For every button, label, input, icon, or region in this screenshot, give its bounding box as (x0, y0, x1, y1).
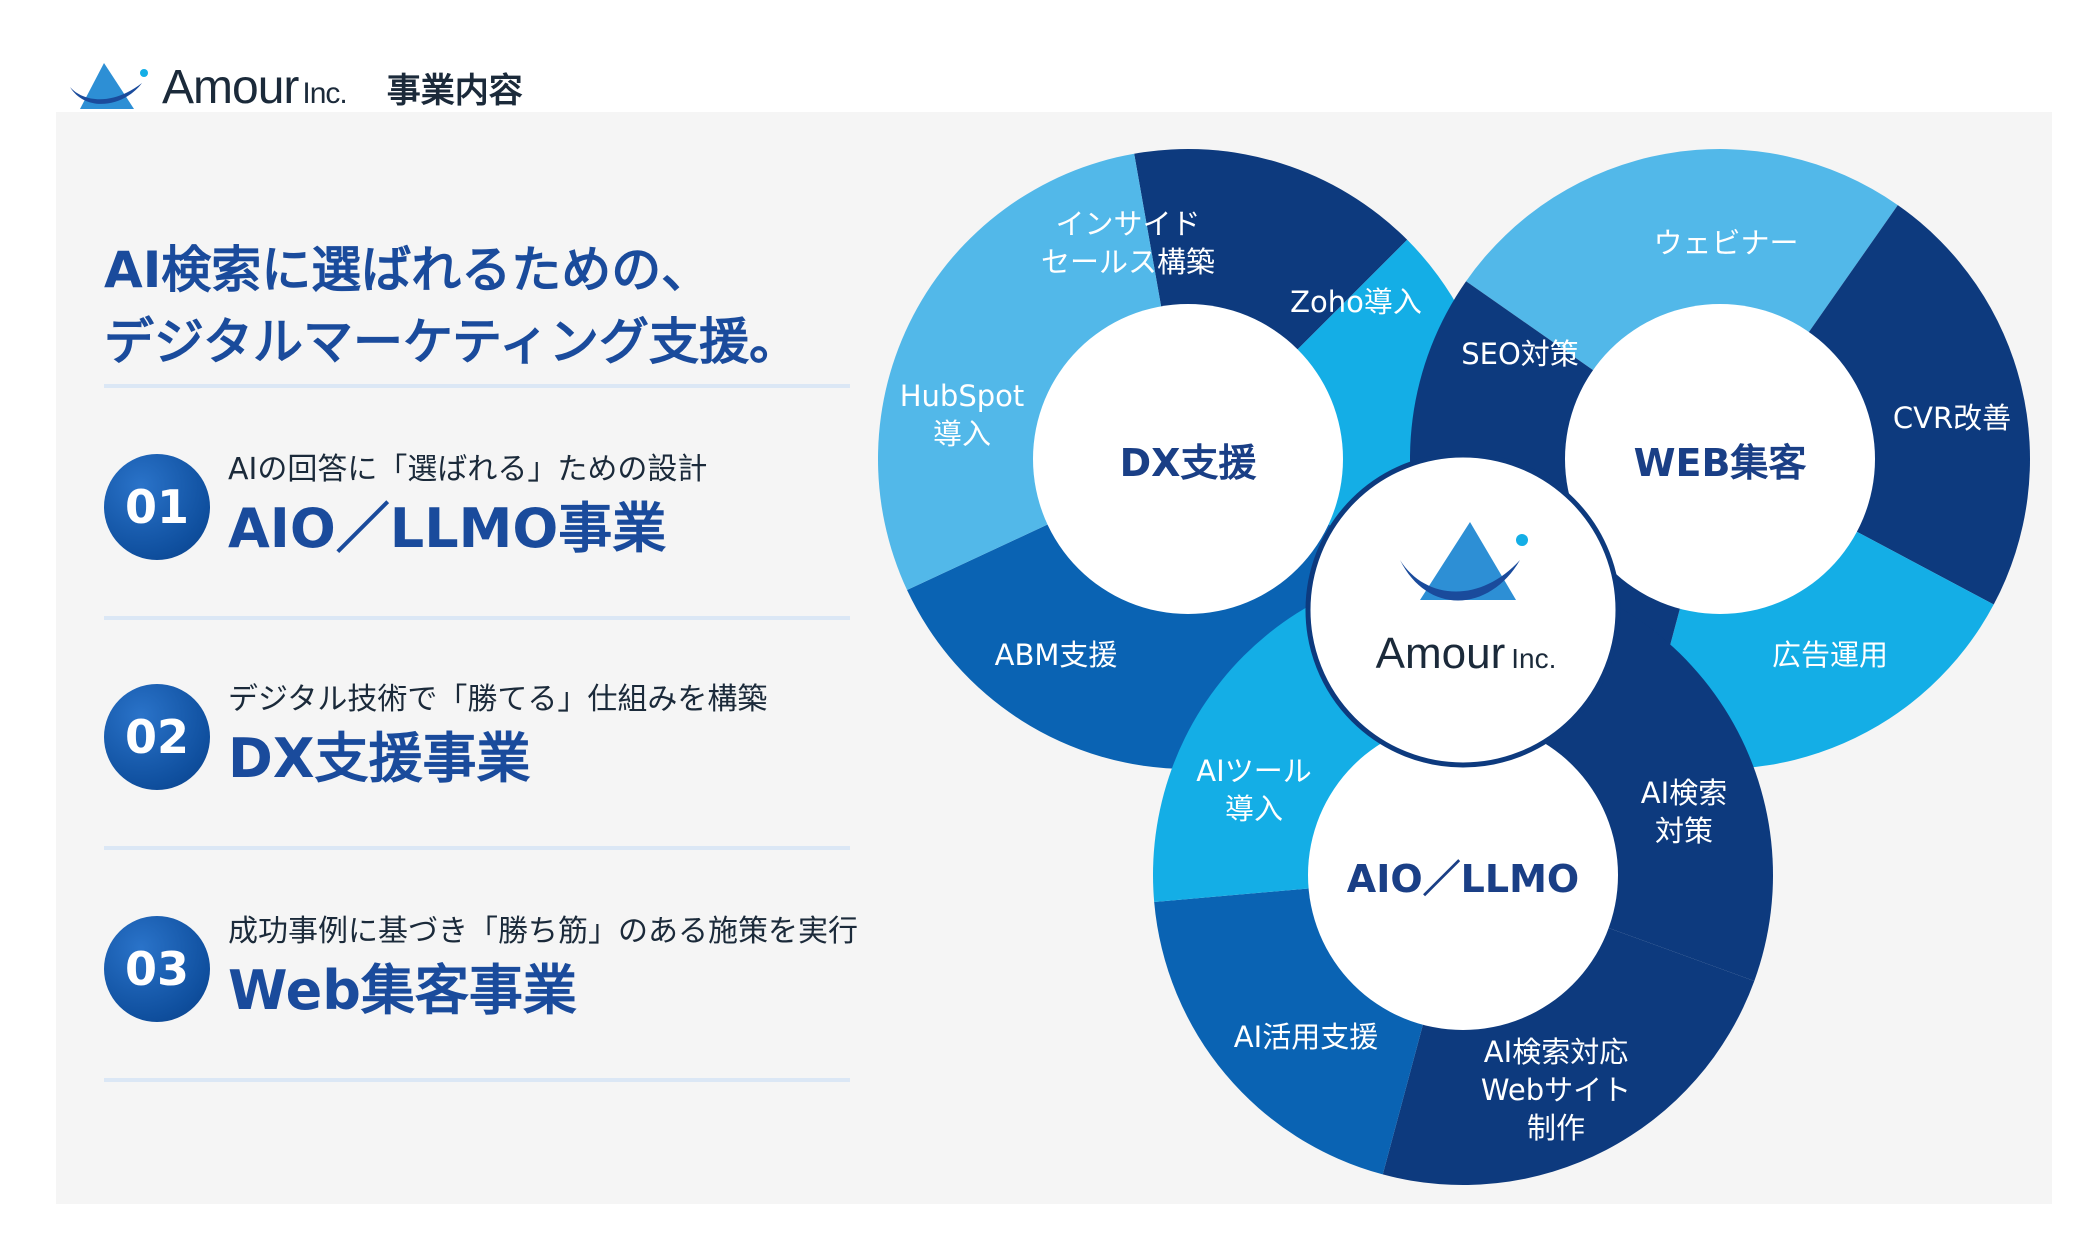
web-hub-label: WEB集客 (1634, 441, 1807, 485)
aio-segment-label: AI検索対策 (1641, 776, 1727, 848)
service-item-03: 03 成功事例に基づき「勝ち筋」のある施策を実行 Web集客事業 (104, 894, 924, 1034)
divider (104, 384, 850, 388)
dx-hub-label: DX支援 (1120, 441, 1258, 485)
web-segment-label: 広告運用 (1772, 638, 1888, 672)
amour-center-logo-icon (1400, 522, 1528, 601)
aio-segment-label: AI活用支援 (1234, 1020, 1378, 1054)
dx-hub (1033, 304, 1343, 614)
web-segment-label: ウェビナー (1653, 226, 1798, 260)
dx-segment-label: インサイドセールス構築 (1041, 207, 1215, 279)
service-number-badge: 01 (104, 454, 210, 560)
amour-logo-icon (70, 63, 148, 109)
aio-segment-label: AIツール導入 (1196, 754, 1311, 826)
web-segment (1466, 149, 1898, 460)
headline-line-2: デジタルマーケティング支援。 (104, 313, 799, 371)
service-item-02: 02 デジタル技術で「勝てる」仕組みを構築 DX支援事業 (104, 662, 924, 802)
dx-segment-label: ABM支援 (995, 638, 1118, 672)
web-segment (1720, 205, 2030, 605)
center-logo-circle (1305, 452, 1621, 768)
service-subtitle: デジタル技術で「勝てる」仕組みを構築 (228, 682, 768, 717)
service-title: AIO／LLMO事業 (228, 497, 667, 560)
web-segment-label: SEO対策 (1461, 337, 1579, 371)
headline-line-1: AI検索に選ばれるための、 (104, 241, 712, 299)
divider (104, 846, 850, 850)
service-title: DX支援事業 (228, 727, 531, 790)
web-hub (1565, 304, 1875, 614)
headline: AI検索に選ばれるための、 デジタルマーケティング支援。 (104, 234, 799, 378)
service-item-01: 01 AIの回答に「選ばれる」ための設計 AIO／LLMO事業 (104, 432, 924, 572)
service-number-badge: 03 (104, 916, 210, 1022)
service-subtitle: 成功事例に基づき「勝ち筋」のある施策を実行 (228, 914, 858, 949)
dx-segment-label: Zoho導入 (1290, 285, 1422, 319)
service-number-badge: 02 (104, 684, 210, 790)
divider (104, 1078, 850, 1082)
service-title: Web集客事業 (228, 959, 577, 1022)
divider (104, 616, 850, 620)
aio-hub (1308, 720, 1618, 1030)
aio-hub-label: AIO／LLMO (1347, 857, 1579, 901)
page-title: 事業内容 (386, 70, 523, 111)
web-segment-label: CVR改善 (1893, 401, 2011, 435)
service-subtitle: AIの回答に「選ばれる」ための設計 (228, 452, 708, 487)
